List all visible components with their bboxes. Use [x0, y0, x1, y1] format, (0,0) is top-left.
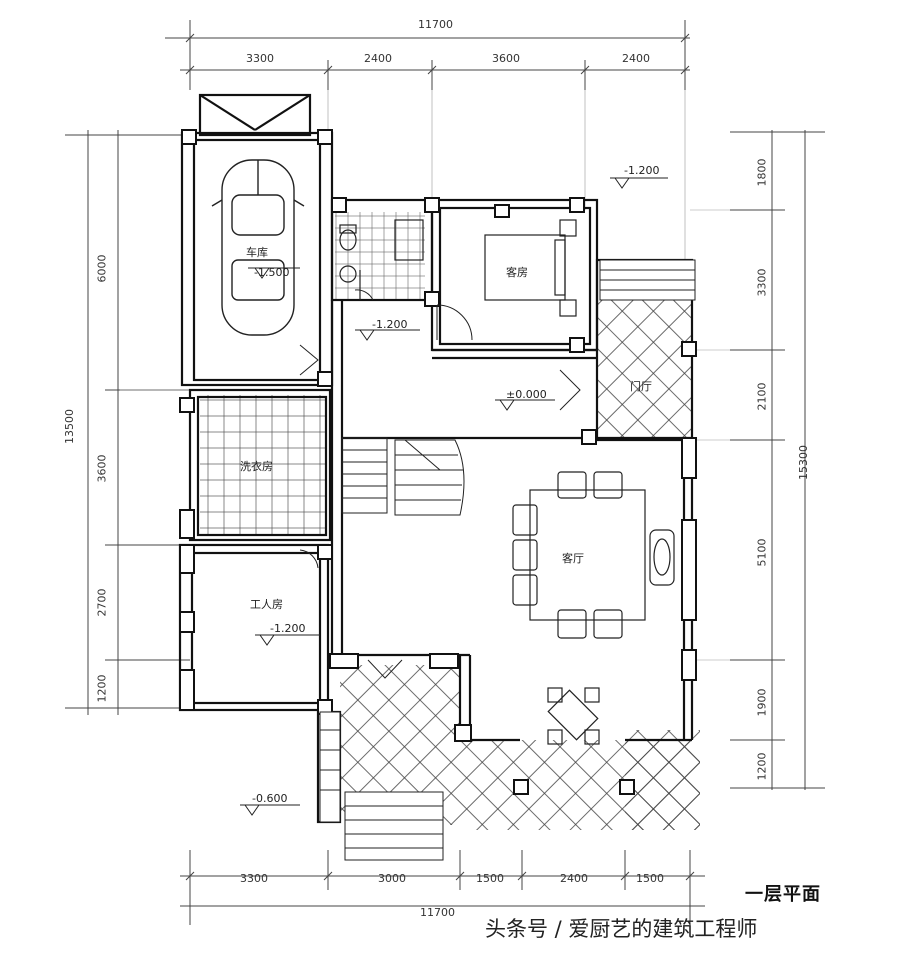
room-label-servant: 工人房 [250, 598, 283, 611]
dim-top-seg-4: 2400 [622, 52, 650, 65]
bath-floor-tiles [335, 212, 425, 300]
dim-right-seg-3: 2100 [755, 382, 769, 411]
bottom-dimension-lines [180, 850, 705, 925]
columns [179, 129, 697, 795]
dim-right-seg-6: 1200 [755, 752, 769, 781]
bed-icon [484, 219, 577, 317]
room-label-entry: 门厅 [630, 380, 652, 393]
dim-top-seg-3: 3600 [492, 52, 520, 65]
room-label-bedroom: 客房 [506, 266, 528, 279]
dim-right-seg-2: 3300 [755, 268, 769, 297]
dim-top-seg-1: 3300 [246, 52, 274, 65]
car-icon [211, 159, 305, 336]
dim-bottom-seg-3: 1500 [476, 872, 504, 885]
level-exterior: -0.600 [252, 792, 288, 805]
room-label-garage: 车库 [246, 246, 268, 259]
level-stair-hall: ±0.000 [506, 388, 547, 401]
level-garage: -1.500 [254, 266, 290, 279]
axis-lines [120, 90, 730, 661]
top-dimension-lines [165, 20, 690, 90]
living-furniture [512, 471, 675, 639]
front-terrace-hatch-right2 [625, 730, 700, 830]
level-corridor: -1.200 [372, 318, 408, 331]
dim-top-total: 11700 [418, 18, 453, 31]
dim-right-seg-1: 1800 [755, 158, 769, 187]
dim-bottom-seg-5: 1500 [636, 872, 664, 885]
drawing-title: 一层平面 [745, 884, 821, 905]
laundry-floor-tiles [200, 395, 326, 535]
entry-porch-hatch [597, 300, 692, 440]
watermark: 头条号 / 爱厨艺的建筑工程师 [485, 917, 758, 941]
bath-fixtures [339, 219, 424, 300]
dim-left-seg-1: 6000 [95, 254, 109, 283]
dim-left-seg-2: 3600 [95, 454, 109, 483]
left-dimension-lines [65, 130, 190, 715]
level-top-right: -1.200 [624, 164, 660, 177]
dim-left-total: 13500 [63, 409, 76, 444]
front-steps [319, 259, 696, 861]
dim-left-seg-4: 1200 [95, 674, 109, 703]
room-label-living: 客厅 [562, 552, 584, 565]
dim-bottom-seg-2: 3000 [378, 872, 406, 885]
dim-right-seg-5: 1900 [755, 688, 769, 717]
dim-top-seg-2: 2400 [364, 52, 392, 65]
door-swings [299, 289, 581, 679]
dining-set [547, 687, 600, 745]
staircase [341, 437, 465, 516]
dim-right-seg-4: 5100 [755, 538, 769, 567]
dim-right-total: 15300 [797, 445, 810, 480]
level-servant: -1.200 [270, 622, 306, 635]
right-dimension-lines [730, 130, 825, 790]
dim-bottom-total: 11700 [420, 906, 455, 919]
dim-left-seg-3: 2700 [95, 588, 109, 617]
dim-bottom-seg-4: 2400 [560, 872, 588, 885]
room-label-laundry: 洗衣房 [240, 460, 273, 473]
dim-bottom-seg-1: 3300 [240, 872, 268, 885]
level-markers [240, 177, 668, 816]
